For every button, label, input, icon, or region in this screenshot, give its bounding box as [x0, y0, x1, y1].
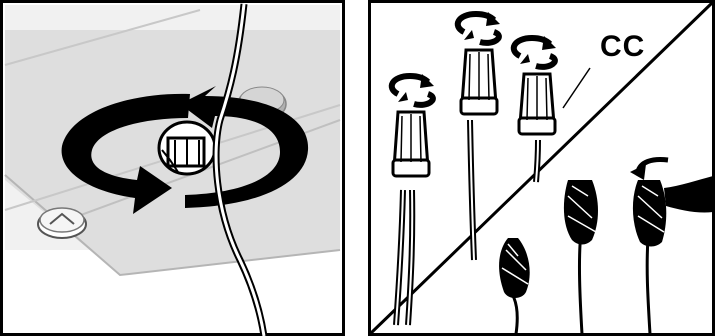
left-panel-illustration: [0, 0, 345, 336]
callout-label: CC: [600, 30, 645, 64]
left-panel: [0, 0, 345, 336]
wire-nut-icon: [159, 122, 215, 174]
mounting-screw-icon: [38, 208, 86, 238]
right-panel: CC: [368, 0, 715, 336]
right-panel-illustration: [368, 0, 715, 336]
